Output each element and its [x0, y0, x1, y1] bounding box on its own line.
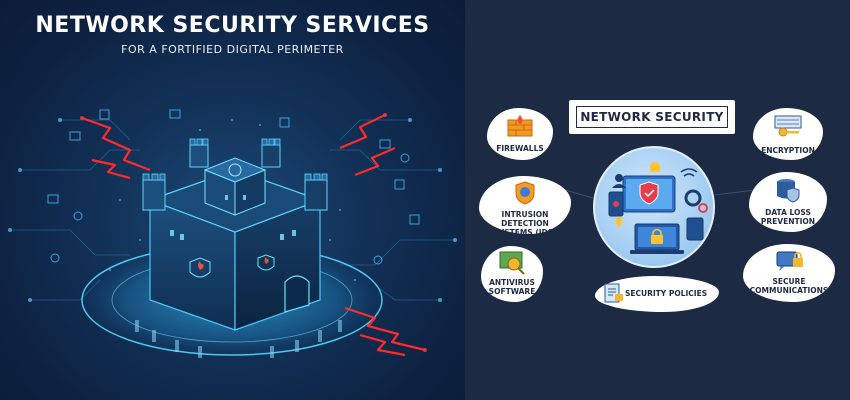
node-encryption: ENCRYPTION — [753, 108, 823, 160]
tablet-icon — [686, 217, 704, 241]
threat-lightning — [81, 114, 426, 357]
user-icon — [615, 174, 623, 182]
node-label: DATA LOSS PREVENTION — [760, 208, 816, 226]
gate — [284, 275, 310, 313]
node-data-loss-prevention: DATA LOSS PREVENTION — [749, 172, 827, 232]
network-security-heading: NETWORK SECURITY — [569, 100, 735, 134]
node-label: SECURE COMMUNICATIONS — [749, 277, 829, 295]
fortress — [142, 138, 328, 331]
security-diagram-panel: NETWORK SECURITY — [465, 0, 850, 400]
policy-document-icon — [604, 283, 623, 303]
node-label: SECURITY POLICIES — [625, 289, 708, 298]
encryption-key-icon — [774, 115, 802, 137]
guard-figures — [135, 320, 342, 358]
database-shield-icon — [777, 179, 800, 203]
node-label: INTRUSION DETECTION SYSTEMS (IDS) — [493, 210, 557, 237]
antivirus-icon — [499, 251, 525, 275]
node-label: ENCRYPTION — [761, 146, 815, 155]
wifi-icon — [680, 168, 698, 177]
padlock-icon — [651, 235, 663, 244]
gear-icon — [684, 189, 702, 207]
location-pin-icon — [616, 216, 622, 228]
page-subtitle: FOR A FORTIFIED DIGITAL PERIMETER — [121, 43, 344, 56]
bell-icon — [650, 162, 660, 172]
node-security-policies: SECURITY POLICIES — [595, 276, 719, 312]
shield-check-icon — [639, 181, 659, 205]
hub-icons — [608, 162, 708, 254]
node-intrusion-detection: INTRUSION DETECTION SYSTEMS (IDS) — [479, 176, 571, 237]
node-label: ANTIVIRUS SOFTWARE — [488, 278, 536, 296]
node-secure-communications: SECURE COMMUNICATIONS — [743, 244, 835, 302]
node-label: FIREWALLS — [496, 144, 544, 153]
fortress-illustration — [8, 109, 457, 358]
page-title: NETWORK SECURITY SERVICES — [35, 13, 430, 38]
hub-illustration — [593, 146, 715, 268]
hero-illustration-panel: NETWORK SECURITY SERVICES FOR A FORTIFIE… — [0, 0, 465, 400]
node-antivirus: ANTIVIRUS SOFTWARE — [481, 246, 543, 302]
secure-communication-icon — [776, 251, 803, 271]
circuit-lines — [10, 119, 455, 301]
fire-icon — [198, 257, 269, 270]
network-security-label: NETWORK SECURITY — [576, 106, 728, 128]
connector-lines — [564, 189, 756, 199]
circuit-nodes — [8, 118, 457, 302]
floating-icons — [47, 109, 420, 265]
firewall-icon — [507, 115, 533, 137]
node-firewalls: FIREWALLS — [487, 108, 553, 160]
shield-icon — [515, 181, 535, 205]
